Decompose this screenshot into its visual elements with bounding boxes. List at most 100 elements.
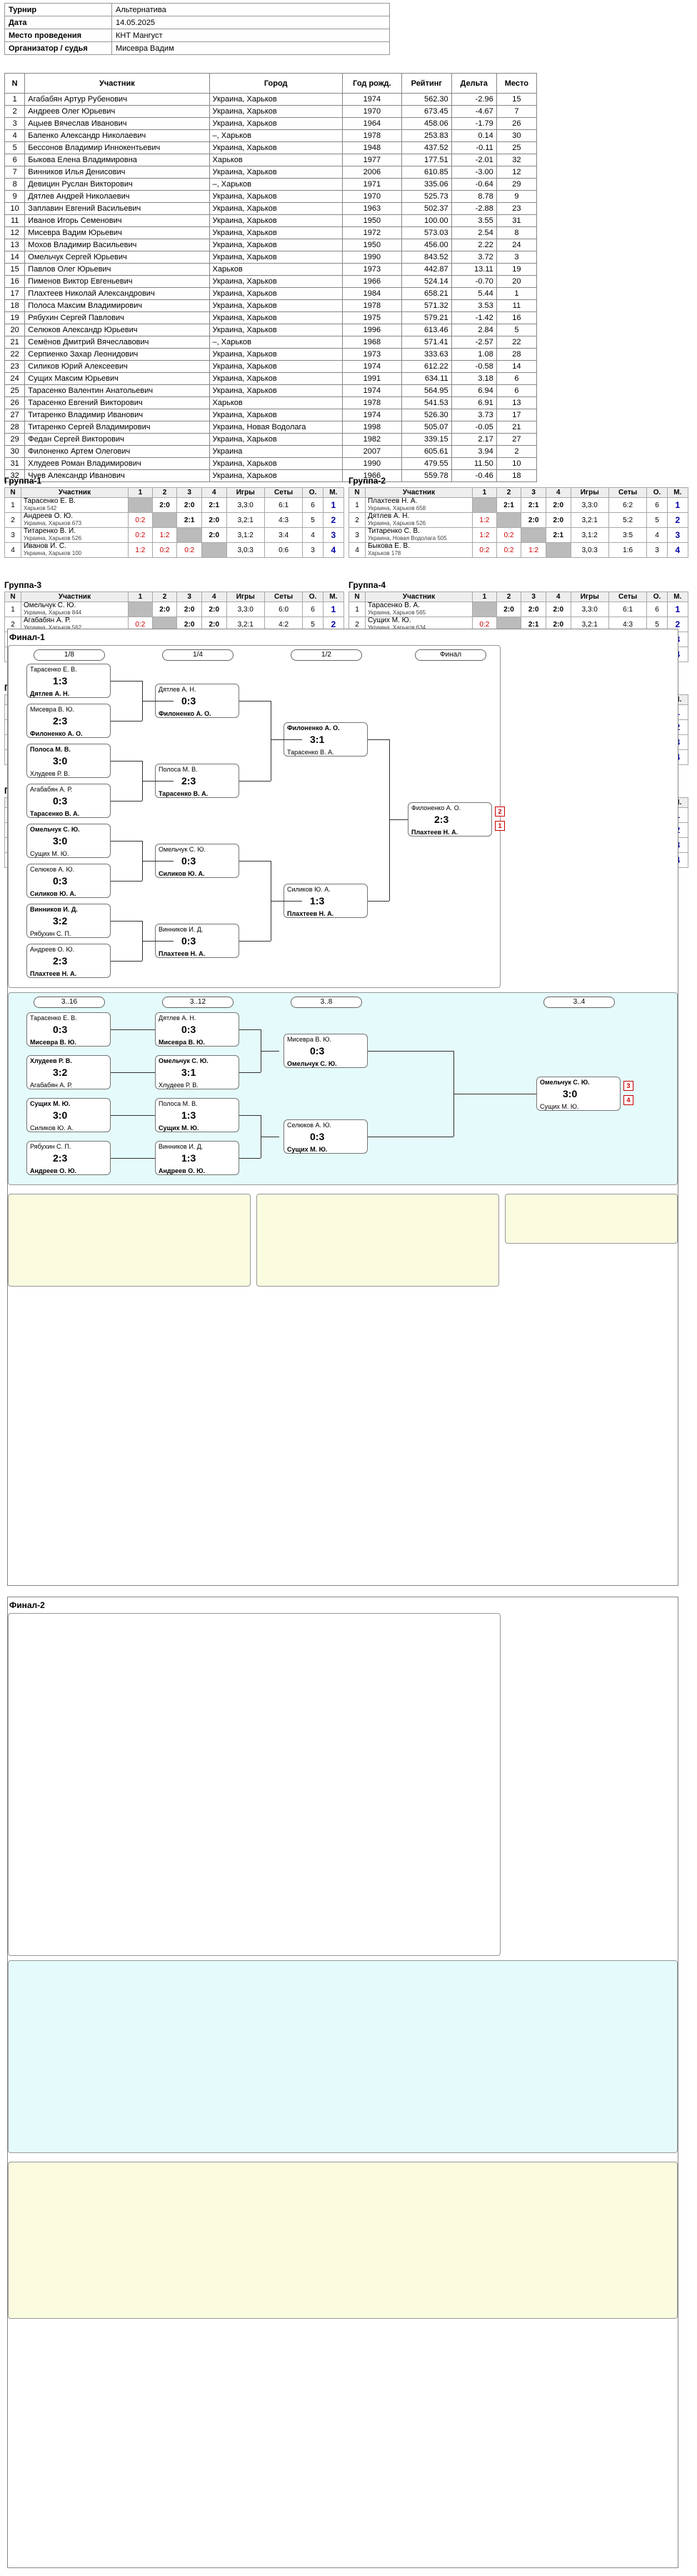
group-self-cell — [545, 542, 571, 558]
player-cell: Рябухин Сергей Павлович — [24, 311, 210, 324]
player-cell: Украина, Харьков — [209, 239, 343, 251]
player-cell: 14 — [496, 360, 538, 373]
player-cell: Украина, Харьков — [209, 93, 343, 106]
player-cell: 3.53 — [451, 299, 497, 312]
group-column-header: Сеты — [264, 487, 304, 498]
group-points: 6 — [646, 601, 668, 617]
bracket-connector — [111, 881, 142, 882]
match-player-1: Тарасенко Е. В. — [30, 666, 77, 673]
match-score: 0:3 — [181, 935, 196, 947]
group-score-cell: 1:2 — [521, 542, 546, 558]
match-player-1: Филоненко А. О. — [411, 804, 461, 812]
player-cell: -0.58 — [451, 360, 497, 373]
match-score: 2:3 — [53, 955, 68, 967]
final-2-main-section — [8, 1613, 501, 1956]
info-key: Турнир — [4, 3, 112, 16]
player-cell: Чуев Александр Иванович — [24, 469, 210, 482]
group-player-city: Украина, Харьков 100 — [23, 550, 82, 556]
places-9-12-section — [256, 1194, 499, 1287]
player-cell: 605.61 — [401, 445, 452, 458]
bracket-connector — [111, 1029, 155, 1030]
bracket-connector — [389, 819, 408, 820]
player-cell: 1973 — [341, 348, 402, 361]
match-score: 2:3 — [53, 1152, 68, 1164]
player-cell: 6 — [496, 384, 538, 397]
match-player-2: Мисевра В. Ю. — [30, 1039, 76, 1046]
player-cell: -0.05 — [451, 421, 497, 434]
group-player-name: Омельчук С. Ю.Украина, Харьков 844 — [20, 601, 129, 617]
group-column-header: 3 — [521, 591, 546, 602]
group-score-cell: 2:1 — [201, 497, 227, 513]
group-player-fullname: Агабабян А. Р. — [23, 616, 71, 624]
round-header: 3..16 — [34, 997, 105, 1008]
player-cell: 11 — [496, 299, 538, 312]
player-cell: 18 — [496, 469, 538, 482]
player-cell: 19 — [496, 263, 538, 276]
player-cell: Украина, Новая Водолага — [209, 421, 343, 434]
group-score-cell: 2:0 — [545, 512, 571, 528]
player-cell: 3.18 — [451, 372, 497, 385]
group-sets: 6:2 — [608, 497, 648, 513]
group-points: 4 — [646, 527, 668, 543]
group-row-number: 2 — [4, 512, 21, 528]
group-place: 3 — [666, 527, 689, 543]
bracket-connector — [271, 901, 302, 902]
player-cell: 1998 — [341, 421, 402, 434]
player-cell: 1950 — [341, 239, 402, 251]
player-cell: Федан Сергей Викторович — [24, 433, 210, 446]
match-player-1: Винников И. Д. — [159, 1143, 204, 1150]
player-cell: 20 — [496, 275, 538, 288]
group-column-header: 4 — [201, 487, 227, 498]
group-player-name: Андреев О. Ю.Украина, Харьков 673 — [20, 512, 129, 528]
player-cell: 658.21 — [401, 287, 452, 300]
player-cell: 6.94 — [451, 384, 497, 397]
player-cell: -0.70 — [451, 275, 497, 288]
group-column-header: N — [348, 487, 366, 498]
player-cell: 4 — [4, 129, 26, 142]
player-cell: Омельчук Сергей Юрьевич — [24, 251, 210, 264]
match-score: 3:0 — [53, 755, 68, 767]
match-player-2: Сущих М. Ю. — [540, 1103, 579, 1110]
group-player-fullname: Иванов И. С. — [23, 542, 66, 550]
player-cell: 10 — [4, 202, 26, 215]
match-player-2: Хлудеев Р. В. — [159, 1082, 199, 1089]
player-cell: 177.51 — [401, 154, 452, 166]
group-player-city: Украина, Харьков 673 — [23, 520, 82, 526]
group-score-cell: 2:0 — [496, 601, 522, 617]
group-column-header: 1 — [127, 591, 153, 602]
player-cell: 8 — [496, 226, 538, 239]
group-column-header: Игры — [226, 487, 265, 498]
group-sets: 4:3 — [264, 512, 304, 528]
group-place: 4 — [322, 542, 345, 558]
match-player-2: Силиков Ю. А. — [30, 890, 76, 897]
info-key: Дата — [4, 16, 112, 29]
group-score-cell: 1:2 — [471, 512, 497, 528]
player-cell: 18 — [4, 299, 26, 312]
bracket-connector — [271, 739, 302, 740]
match-score: 0:3 — [181, 695, 196, 707]
player-cell: 634.11 — [401, 372, 452, 385]
group-column-header: N — [4, 591, 21, 602]
consolation-place-badge: 4 — [623, 1095, 633, 1105]
player-cell: Мисевра Вадим Юрьевич — [24, 226, 210, 239]
group-points: 5 — [646, 512, 668, 528]
match-player-1: Селюков А. Ю. — [287, 1122, 332, 1129]
bracket-connector — [111, 1158, 155, 1159]
group-column-header: 3 — [176, 591, 202, 602]
match-score: 3:1 — [310, 734, 325, 745]
player-cell: 8.78 — [451, 190, 497, 203]
player-cell: 31 — [4, 457, 26, 470]
player-cell: Украина, Харьков — [209, 433, 343, 446]
